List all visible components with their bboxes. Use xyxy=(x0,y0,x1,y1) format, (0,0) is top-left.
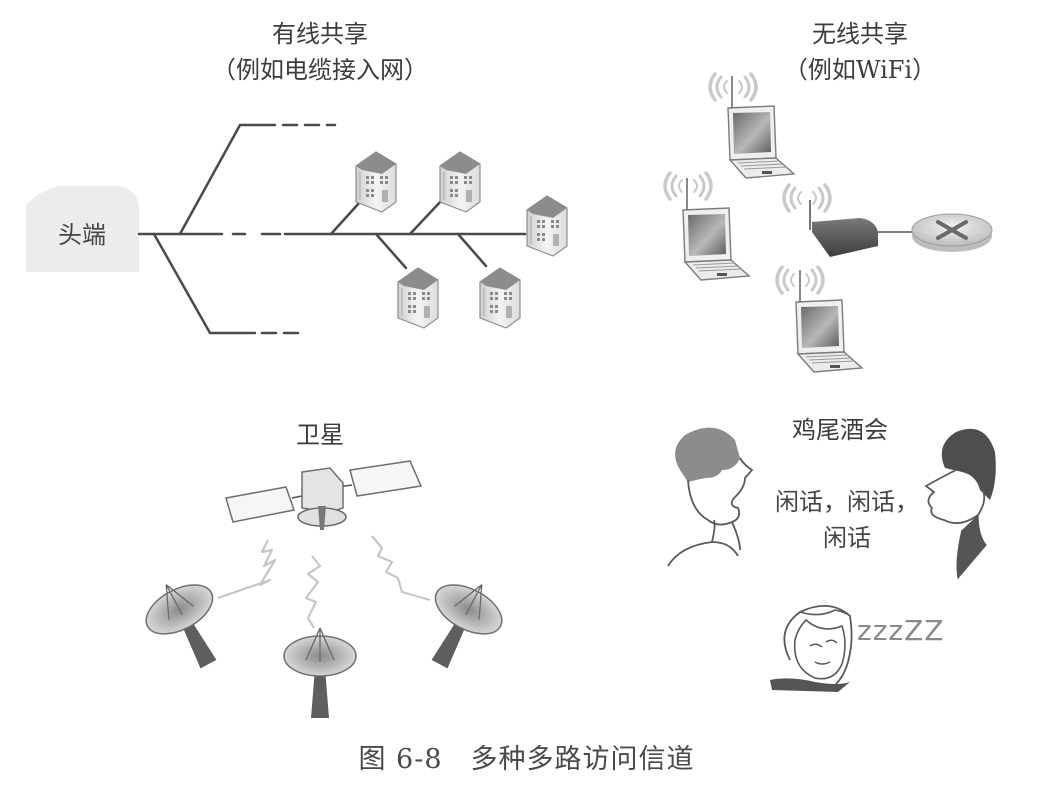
snore-text: zzzZZ xyxy=(857,614,945,647)
radio-signal-icon xyxy=(217,535,431,629)
headend-label: 头端 xyxy=(58,220,106,249)
satellite-icon xyxy=(225,460,423,530)
house-icon xyxy=(439,151,481,213)
house-icon xyxy=(397,267,439,329)
house-icon xyxy=(355,151,397,213)
person-right-icon xyxy=(924,428,996,580)
person-sleeping-icon xyxy=(770,605,853,692)
chatter-text: 闲话，闲话， 闲话 xyxy=(752,484,942,556)
signal-waves-icon xyxy=(663,171,713,201)
wired-title: 有线共享 xyxy=(272,20,368,48)
satellite-dish-icon xyxy=(133,567,242,682)
signal-waves-icon xyxy=(708,72,758,102)
house-icon xyxy=(479,267,521,329)
satellite-title: 卫星 xyxy=(296,421,344,449)
router-icon xyxy=(911,213,993,252)
figure-caption: 图 6-8 多种多路访问信道 xyxy=(0,737,1053,776)
cocktail-title: 鸡尾酒会 xyxy=(792,416,888,444)
house-icon xyxy=(526,195,568,257)
figure-caption-text: 多种多路访问信道 xyxy=(470,744,695,775)
satellite-dish-icon xyxy=(283,627,357,719)
access-point-icon xyxy=(809,200,912,257)
wireless-title: 无线共享 xyxy=(812,20,908,48)
laptop-icon xyxy=(682,177,750,281)
headend-box xyxy=(26,186,139,272)
wireless-subtitle: （例如WiFi） xyxy=(783,56,937,84)
satellite-dish-icon xyxy=(406,567,515,682)
person-left-icon xyxy=(667,427,754,567)
chatter-line-2: 闲话 xyxy=(823,524,871,552)
figure-number: 图 6-8 xyxy=(358,744,443,775)
signal-waves-icon xyxy=(782,183,832,213)
wired-subtitle: （例如电缆接入网） xyxy=(212,56,428,84)
laptop-icon xyxy=(727,75,795,179)
chatter-line-1: 闲话，闲话， xyxy=(775,488,919,516)
cable-network xyxy=(137,123,527,335)
